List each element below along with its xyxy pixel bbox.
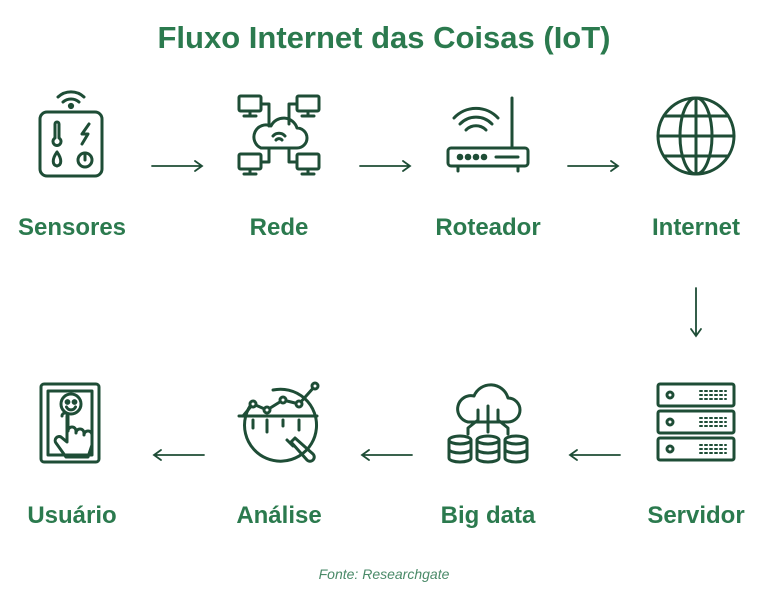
node-label-big-data: Big data xyxy=(440,502,536,529)
flow-arrow-down xyxy=(688,286,704,340)
flow-arrow-right xyxy=(358,158,414,174)
node-label-analise: Análise xyxy=(236,502,322,529)
globe-icon xyxy=(648,90,744,186)
sensor-panel-icon xyxy=(23,90,119,186)
source-caption: Fonte: Researchgate xyxy=(318,566,450,582)
node-label-roteador: Roteador xyxy=(435,214,541,241)
router-icon xyxy=(440,90,536,186)
flow-arrow-left xyxy=(566,447,622,463)
node-label-sensores: Sensores xyxy=(17,214,127,241)
user-touch-icon xyxy=(23,376,119,472)
node-label-servidor: Servidor xyxy=(647,502,745,529)
node-label-usuario: Usuário xyxy=(27,502,117,529)
node-label-internet: Internet xyxy=(651,214,740,241)
node-label-rede: Rede xyxy=(249,214,309,241)
flow-arrow-left xyxy=(358,447,414,463)
flow-arrow-left xyxy=(150,447,206,463)
network-icon xyxy=(231,90,327,186)
flow-arrow-right xyxy=(566,158,622,174)
page-title: Fluxo Internet das Coisas (IoT) xyxy=(157,20,611,55)
big-data-icon xyxy=(440,376,536,472)
flow-arrow-right xyxy=(150,158,206,174)
analysis-icon xyxy=(231,376,327,472)
server-icon xyxy=(648,376,744,472)
